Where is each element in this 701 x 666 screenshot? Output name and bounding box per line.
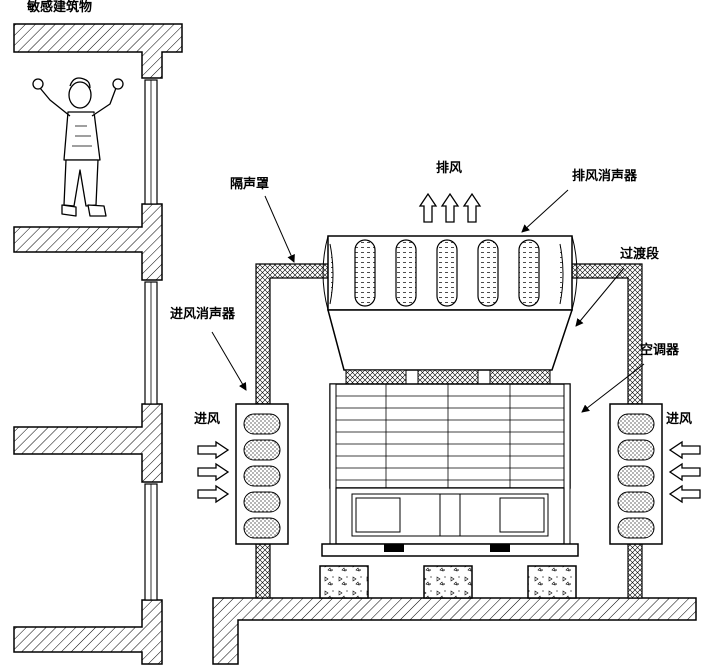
- baffle: [354, 239, 376, 307]
- baffle: [395, 239, 417, 307]
- enclosure-left-wall: [255, 263, 329, 405]
- intake-right-label: 进风: [666, 412, 693, 427]
- leader-lines: [211, 189, 645, 413]
- intake-silencer-label: 进风消声器: [170, 307, 236, 322]
- enclosure-right-lower: [627, 543, 643, 599]
- intake-silencer-right: [609, 403, 663, 545]
- floor-slab: [13, 599, 163, 665]
- transition-section: [327, 309, 574, 371]
- foundation-pads: [319, 565, 577, 599]
- exhaust-silencer: [322, 235, 578, 311]
- air-handler-label: 空调器: [640, 343, 680, 358]
- sound-enclosure-label: 隔声罩: [230, 177, 270, 192]
- up-arrow-icon: [462, 192, 482, 223]
- left-arrow-icon: [668, 484, 701, 504]
- right-arrow-icon: [197, 484, 230, 504]
- transition-grilles: [345, 369, 551, 385]
- baffle: [436, 239, 458, 307]
- intake-silencer-left: [235, 403, 289, 545]
- floor-slab: [13, 23, 183, 79]
- air-handling-unit: [321, 383, 579, 557]
- floor-slab: [13, 203, 163, 281]
- exhaust-silencer-label: 排风消声器: [572, 169, 638, 184]
- intake-arrows-left: [197, 440, 230, 504]
- intake-arrows-right: [668, 440, 701, 504]
- intake-left-label: 进风: [194, 412, 221, 427]
- left-arrow-icon: [668, 462, 701, 482]
- sensitive-building-label: 敏感建筑物: [27, 0, 93, 15]
- exhaust-label: 排风: [436, 161, 463, 176]
- floor-slab: [13, 403, 163, 483]
- up-arrow-icon: [418, 192, 438, 223]
- disturbed-person: [32, 77, 124, 217]
- baffle: [518, 239, 540, 307]
- sensitive-building: [13, 23, 183, 665]
- enclosure-right-wall: [571, 263, 643, 405]
- enclosure-left-lower: [255, 543, 271, 599]
- ground-slab: [212, 597, 697, 665]
- right-arrow-icon: [197, 440, 230, 460]
- right-arrow-icon: [197, 462, 230, 482]
- exhaust-arrows: [418, 192, 482, 223]
- baffle: [477, 239, 499, 307]
- left-arrow-icon: [668, 440, 701, 460]
- up-arrow-icon: [440, 192, 460, 223]
- transition-label: 过渡段: [620, 247, 660, 262]
